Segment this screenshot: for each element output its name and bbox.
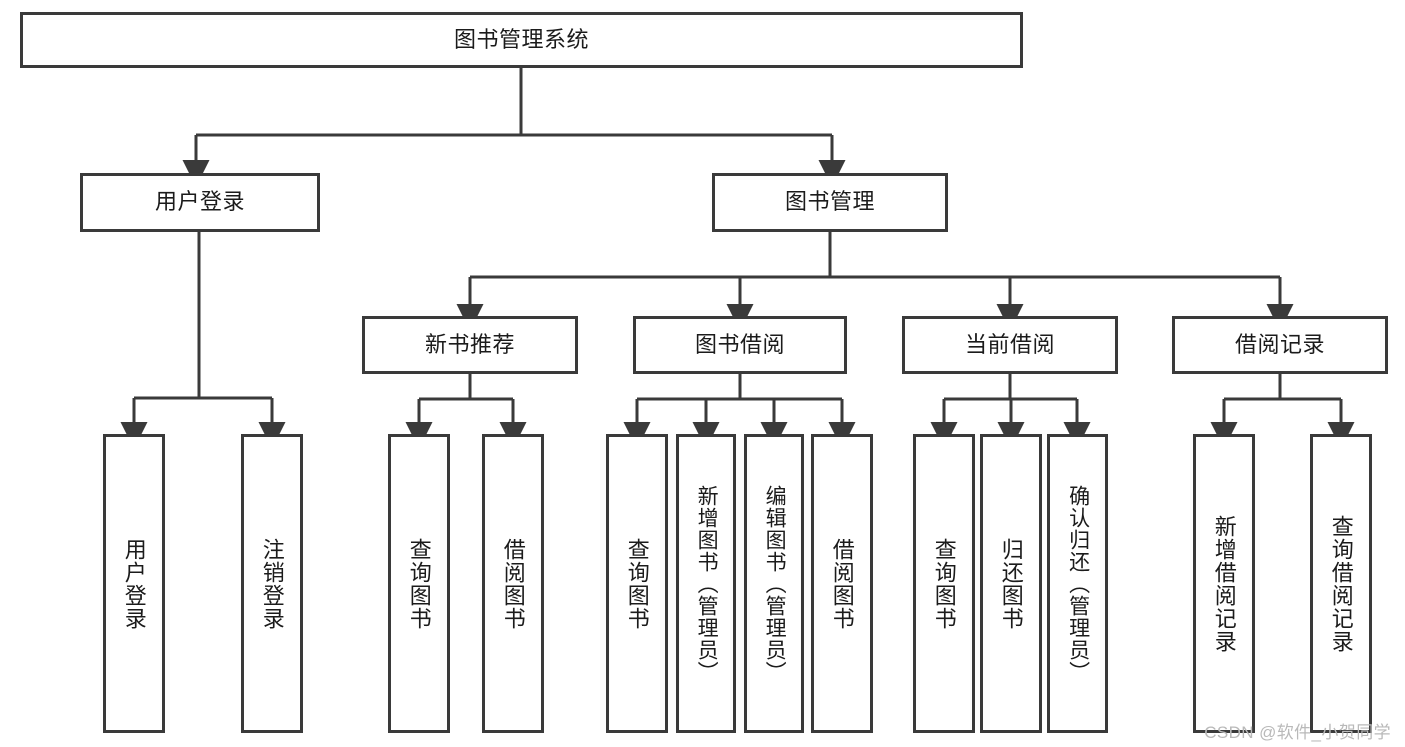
leaf-book-borrow-add-book-admin[interactable]: 新增图书（管理员） (676, 434, 736, 733)
node-label: 用户登录 (121, 537, 147, 630)
leaf-current-borrow-confirm-return-admin[interactable]: 确认归还（管理员） (1047, 434, 1108, 733)
node-book-borrow[interactable]: 图书借阅 (633, 316, 847, 374)
leaf-user-login-logout[interactable]: 注销登录 (241, 434, 303, 733)
node-book-management[interactable]: 图书管理 (712, 173, 948, 232)
node-label: 图书借阅 (694, 331, 785, 357)
leaf-user-login-login[interactable]: 用户登录 (103, 434, 165, 733)
node-label: 借阅图书 (500, 537, 526, 630)
node-label: 归还图书 (998, 537, 1024, 630)
node-user-login[interactable]: 用户登录 (80, 173, 320, 232)
node-label: 借阅图书 (829, 537, 855, 630)
leaf-book-borrow-borrow-book[interactable]: 借阅图书 (811, 434, 873, 733)
node-label: 查询图书 (624, 537, 650, 630)
node-label: 当前借阅 (964, 331, 1055, 357)
leaf-current-borrow-return-book[interactable]: 归还图书 (980, 434, 1042, 733)
node-label: 新增图书（管理员） (695, 484, 719, 683)
node-root-book-management-system[interactable]: 图书管理系统 (20, 12, 1023, 68)
leaf-book-borrow-query-book[interactable]: 查询图书 (606, 434, 668, 733)
node-current-borrow[interactable]: 当前借阅 (902, 316, 1118, 374)
leaf-new-book-borrow-book[interactable]: 借阅图书 (482, 434, 544, 733)
node-label: 注销登录 (259, 537, 285, 630)
node-label: 新增借阅记录 (1211, 514, 1237, 653)
node-borrow-record[interactable]: 借阅记录 (1172, 316, 1388, 374)
leaf-borrow-record-add-record[interactable]: 新增借阅记录 (1193, 434, 1255, 733)
node-label: 编辑图书（管理员） (763, 484, 787, 683)
leaf-new-book-query-book[interactable]: 查询图书 (388, 434, 450, 733)
node-label: 查询借阅记录 (1328, 514, 1354, 653)
node-label: 图书管理系统 (453, 26, 589, 52)
leaf-current-borrow-query-book[interactable]: 查询图书 (913, 434, 975, 733)
node-label: 新书推荐 (424, 331, 515, 357)
node-new-book-recommend[interactable]: 新书推荐 (362, 316, 578, 374)
node-label: 确认归还（管理员） (1066, 484, 1090, 683)
watermark-text: CSDN @软件_小贺同学 (1204, 723, 1391, 742)
node-label: 用户登录 (154, 189, 245, 215)
node-label: 查询图书 (931, 537, 957, 630)
node-label: 查询图书 (406, 537, 432, 630)
node-label: 借阅记录 (1234, 331, 1325, 357)
leaf-book-borrow-edit-book-admin[interactable]: 编辑图书（管理员） (744, 434, 804, 733)
leaf-borrow-record-query-record[interactable]: 查询借阅记录 (1310, 434, 1372, 733)
node-label: 图书管理 (784, 189, 875, 215)
